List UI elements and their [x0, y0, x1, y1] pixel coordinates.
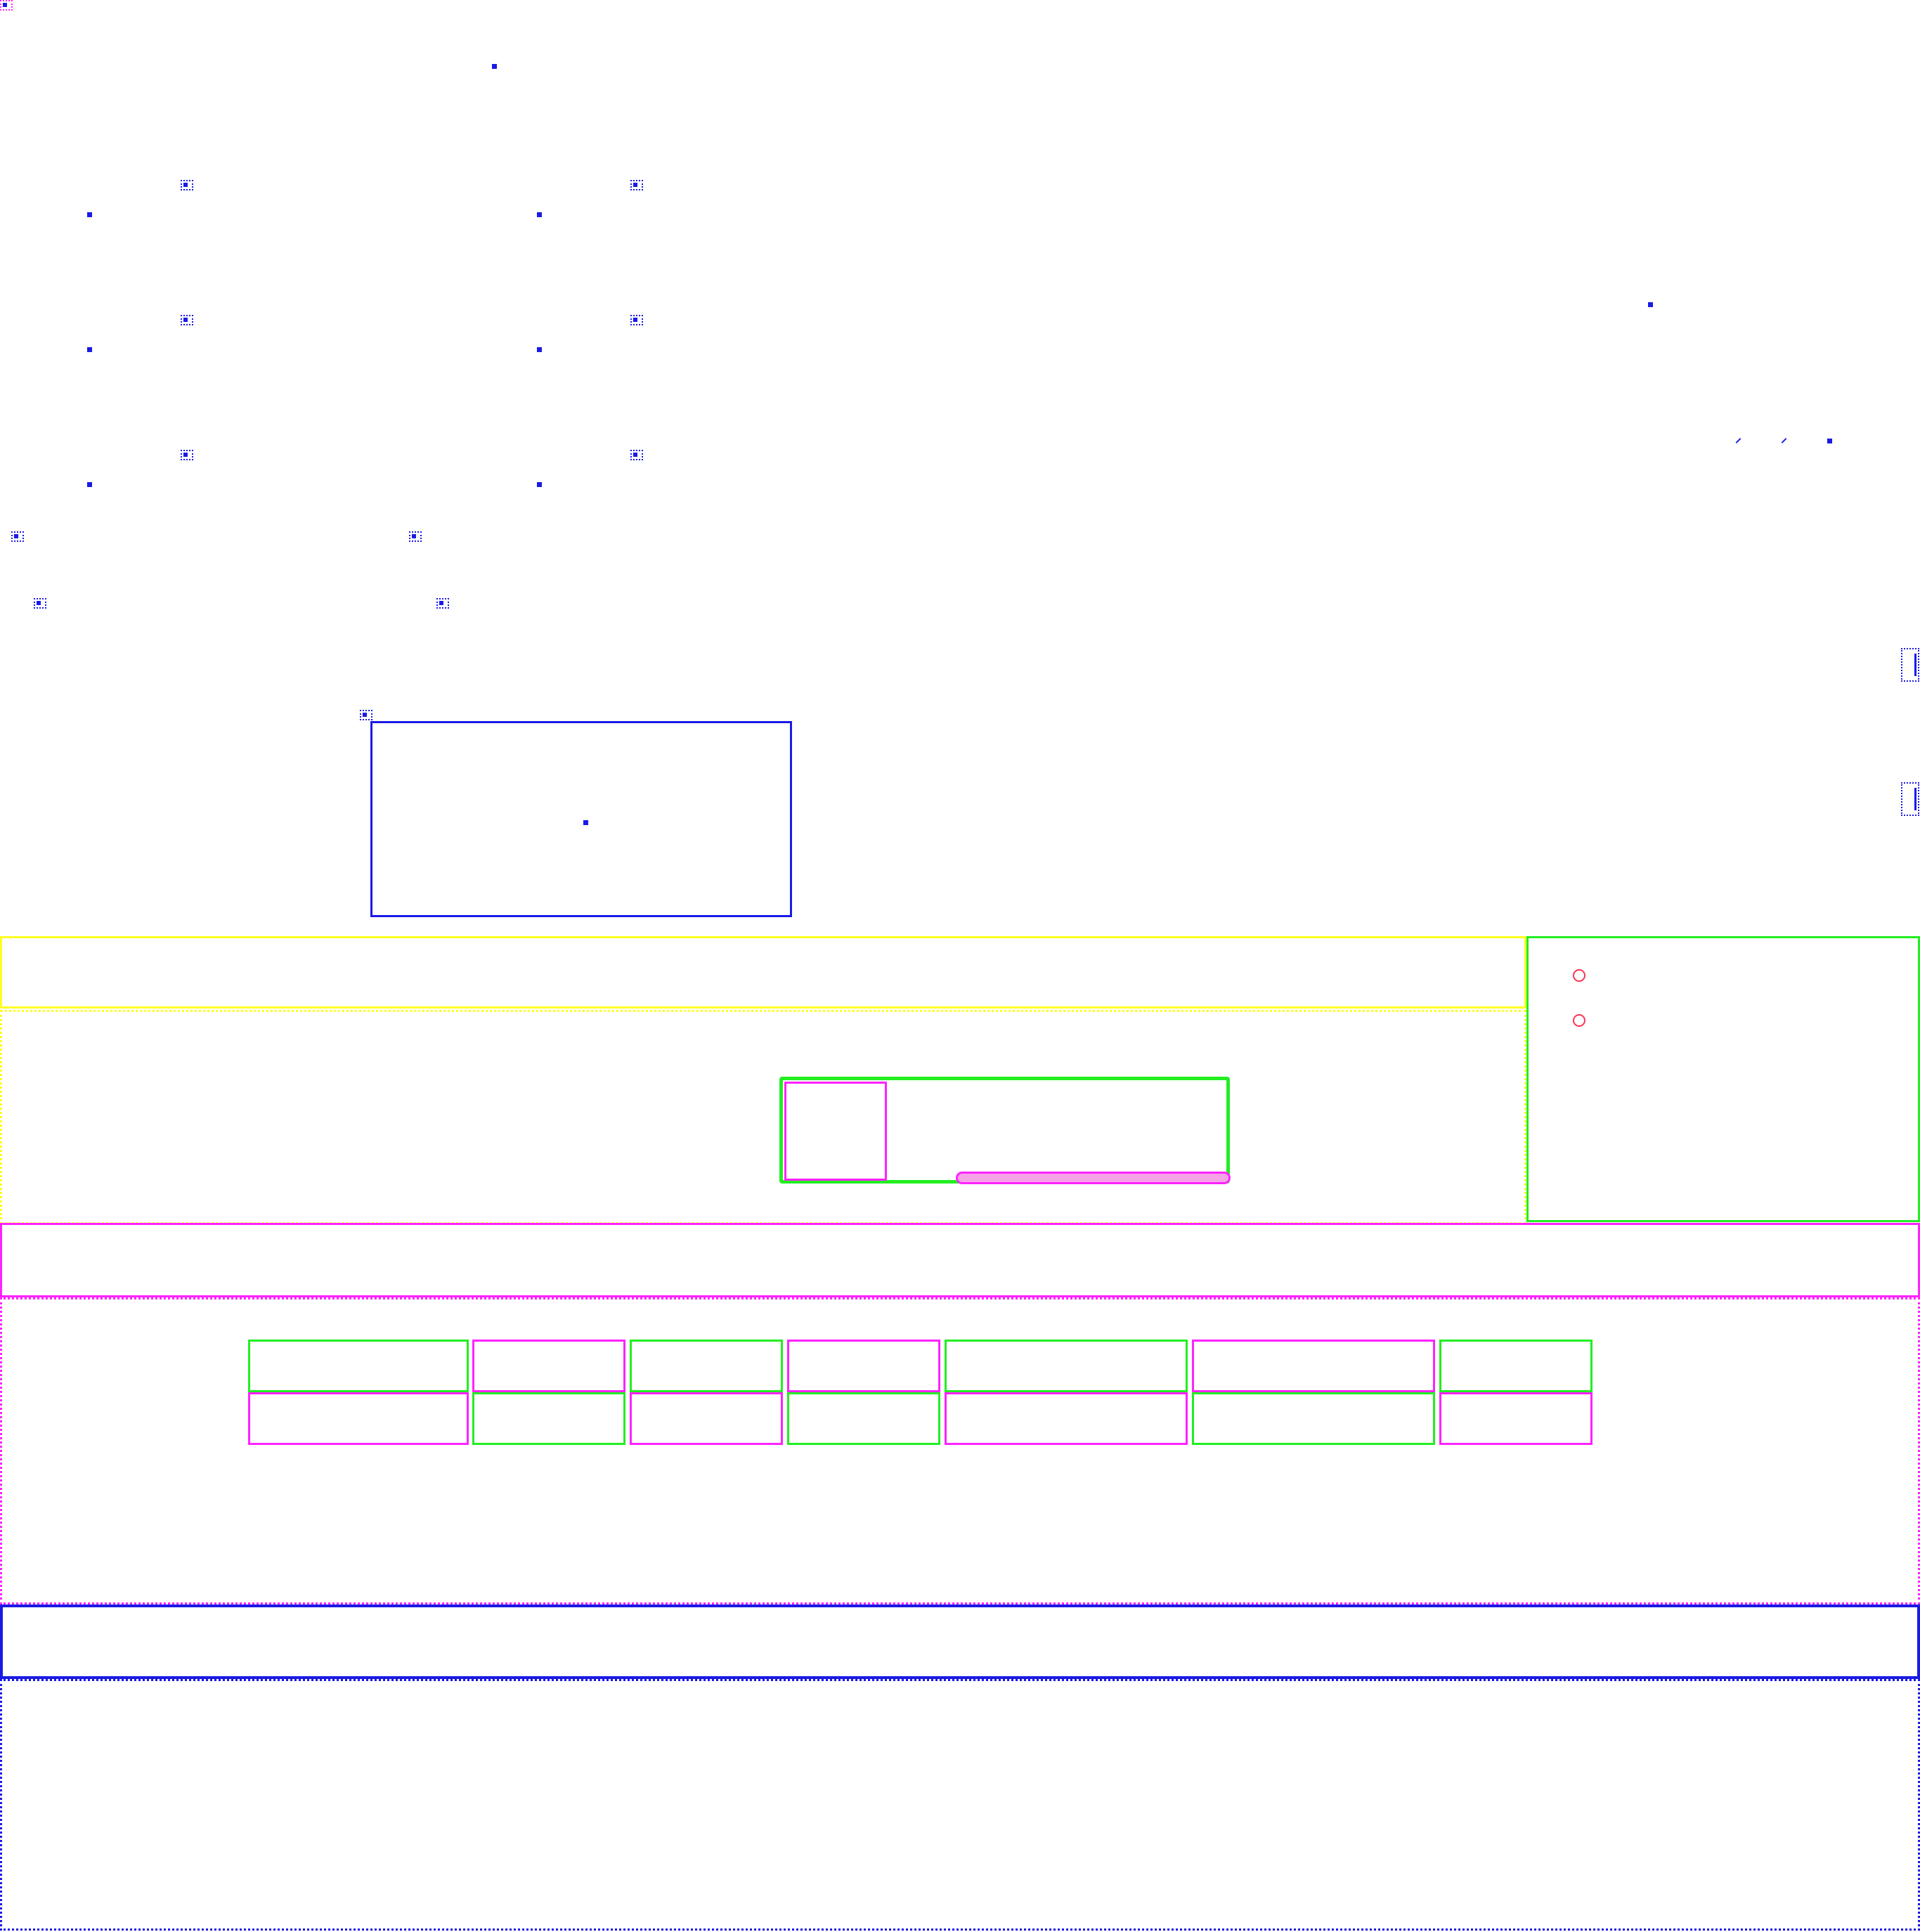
magenta-area — [0, 1297, 1920, 1604]
image-panel — [370, 721, 792, 917]
marker-dot — [1827, 439, 1832, 443]
frame-icon — [181, 180, 193, 190]
frame-icon — [630, 450, 643, 460]
blue-band — [0, 1604, 1920, 1679]
frame-icon — [181, 450, 193, 460]
media-thumbnail — [784, 1082, 887, 1181]
marker-dot — [1648, 302, 1653, 307]
table-cell[interactable] — [1439, 1340, 1593, 1392]
options-panel — [1526, 936, 1920, 1222]
table-cell[interactable] — [1192, 1392, 1435, 1445]
table-cell[interactable] — [472, 1392, 625, 1445]
radio-option-2-icon[interactable] — [1573, 1014, 1585, 1027]
slash-icon — [1735, 438, 1741, 443]
corner-marker-icon — [0, 0, 13, 11]
table-cell[interactable] — [630, 1392, 783, 1445]
table-cell[interactable] — [945, 1340, 1188, 1392]
progress-bar[interactable] — [956, 1172, 1231, 1184]
magenta-band — [0, 1223, 1920, 1297]
frame-icon — [360, 710, 372, 720]
marker-dot — [87, 482, 92, 487]
frame-icon — [181, 315, 193, 325]
marker-dot — [537, 212, 542, 217]
frame-icon — [34, 598, 46, 609]
frame-icon — [630, 315, 643, 325]
radio-option-1-icon[interactable] — [1573, 969, 1585, 982]
scrollbar-handle[interactable] — [1901, 782, 1919, 816]
marker-dot — [492, 64, 497, 69]
table-cell[interactable] — [787, 1340, 940, 1392]
table-cell[interactable] — [472, 1340, 625, 1392]
table-cell[interactable] — [945, 1392, 1188, 1445]
table-cell[interactable] — [787, 1392, 940, 1445]
media-card[interactable] — [779, 1077, 1231, 1184]
frame-icon — [11, 531, 24, 542]
table-cell[interactable] — [1439, 1392, 1593, 1445]
frame-icon — [409, 531, 422, 542]
frame-icon — [436, 598, 449, 609]
slash-icon — [1781, 438, 1787, 443]
blue-area — [0, 1679, 1920, 1931]
table-cell[interactable] — [630, 1340, 783, 1392]
scrollbar-handle[interactable] — [1901, 648, 1919, 682]
marker-dot — [537, 482, 542, 487]
section-header — [0, 936, 1526, 1009]
marker-dot — [537, 347, 542, 352]
marker-dot — [87, 212, 92, 217]
table-cell[interactable] — [248, 1392, 469, 1445]
table-cell[interactable] — [1192, 1340, 1435, 1392]
frame-icon — [630, 180, 643, 190]
table-cell[interactable] — [248, 1340, 469, 1392]
section-body — [0, 1010, 1526, 1224]
marker-dot — [87, 347, 92, 352]
marker-dot — [583, 820, 588, 825]
